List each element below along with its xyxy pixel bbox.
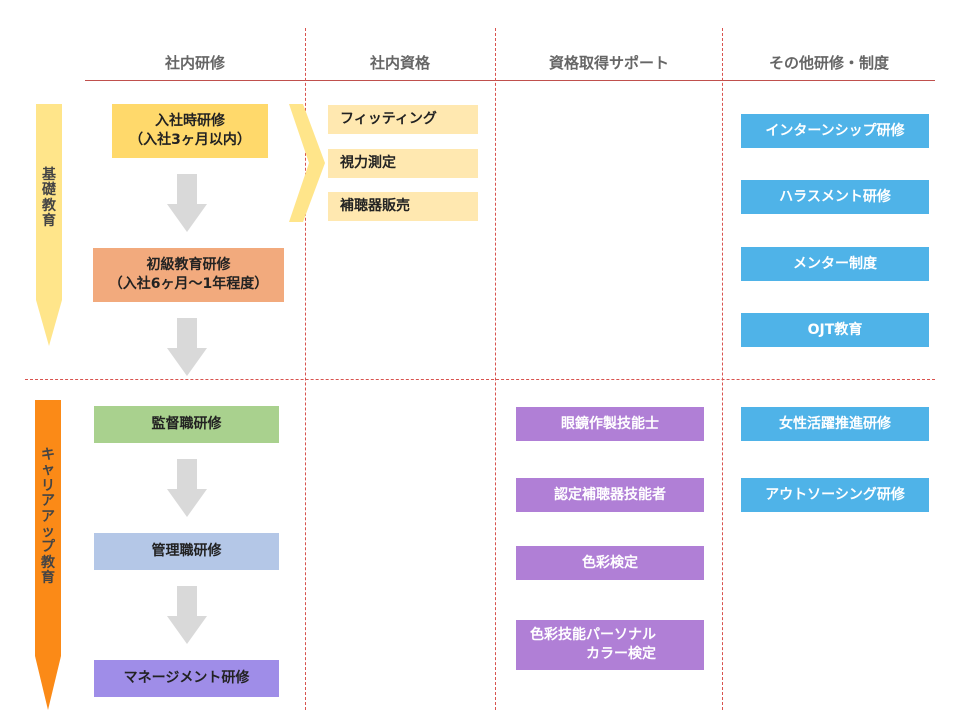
down-arrow bbox=[167, 174, 207, 232]
column-header-qualification-support: 資格取得サポート bbox=[548, 54, 669, 72]
column-header-internal-training: 社内研修 bbox=[164, 54, 225, 72]
basic-education-label: 基礎教育 bbox=[42, 167, 56, 230]
manager-training-label: 管理職研修 bbox=[151, 543, 222, 560]
program-ojt: OJT教育 bbox=[741, 313, 929, 347]
program-ojt-label: OJT教育 bbox=[807, 321, 863, 338]
program-harassment: ハラスメント研修 bbox=[741, 180, 929, 214]
down-arrow bbox=[167, 318, 207, 376]
qualification-vision-test: 視力測定 bbox=[328, 149, 478, 178]
program-harassment-label: ハラスメント研修 bbox=[779, 188, 891, 205]
supervisor-training-label: 監督職研修 bbox=[151, 416, 222, 433]
support-hearing-aid-technician-label: 認定補聴器技能者 bbox=[554, 486, 666, 503]
support-eyeglass-technician: 眼鏡作製技能士 bbox=[516, 407, 704, 441]
column-separator bbox=[305, 28, 306, 710]
entry-training-box: 入社時研修 （入社3ヶ月以内） bbox=[112, 104, 268, 158]
chevron-right-icon bbox=[289, 104, 325, 222]
program-mentor-label: メンター制度 bbox=[793, 255, 877, 272]
program-women-advancement-label: 女性活躍推進研修 bbox=[779, 415, 891, 432]
qualification-fitting-label: フィッティング bbox=[340, 111, 437, 128]
support-personal-color-test-label: 色彩技能パーソナル カラー検定 bbox=[530, 627, 656, 662]
qualification-hearing-aid-sales-label: 補聴器販売 bbox=[340, 198, 410, 215]
column-separator bbox=[722, 28, 723, 710]
career-education-label: キャリアアップ教育 bbox=[41, 447, 55, 587]
management-training-label: マネージメント研修 bbox=[123, 670, 250, 687]
support-color-test-label: 色彩検定 bbox=[582, 554, 638, 571]
section-separator bbox=[25, 379, 935, 380]
program-outsourcing: アウトソーシング研修 bbox=[741, 478, 929, 512]
program-internship-label: インターンシップ研修 bbox=[765, 122, 905, 139]
support-personal-color-test: 色彩技能パーソナル カラー検定 bbox=[516, 620, 704, 670]
career-education-arrow bbox=[35, 400, 61, 710]
management-training-box: マネージメント研修 bbox=[94, 660, 279, 697]
program-internship: インターンシップ研修 bbox=[741, 114, 929, 148]
qualification-hearing-aid-sales: 補聴器販売 bbox=[328, 192, 478, 221]
down-arrow bbox=[167, 586, 207, 644]
header-divider bbox=[85, 80, 935, 81]
beginner-training-box: 初級教育研修 （入社6ヶ月〜1年程度） bbox=[93, 248, 284, 302]
column-header-other-programs: その他研修・制度 bbox=[768, 54, 889, 72]
program-outsourcing-label: アウトソーシング研修 bbox=[765, 486, 905, 503]
manager-training-box: 管理職研修 bbox=[94, 533, 279, 570]
column-separator bbox=[495, 28, 496, 710]
support-color-test: 色彩検定 bbox=[516, 546, 704, 580]
entry-training-label: 入社時研修 （入社3ヶ月以内） bbox=[129, 113, 251, 148]
program-women-advancement: 女性活躍推進研修 bbox=[741, 407, 929, 441]
program-mentor: メンター制度 bbox=[741, 247, 929, 281]
qualification-vision-test-label: 視力測定 bbox=[340, 155, 396, 172]
column-header-internal-qualification: 社内資格 bbox=[369, 54, 430, 72]
qualification-fitting: フィッティング bbox=[328, 105, 478, 134]
beginner-training-label: 初級教育研修 （入社6ヶ月〜1年程度） bbox=[108, 257, 269, 292]
down-arrow bbox=[167, 459, 207, 517]
basic-education-arrow bbox=[36, 104, 62, 346]
support-eyeglass-technician-label: 眼鏡作製技能士 bbox=[561, 415, 659, 432]
supervisor-training-box: 監督職研修 bbox=[94, 406, 279, 443]
support-hearing-aid-technician: 認定補聴器技能者 bbox=[516, 478, 704, 512]
